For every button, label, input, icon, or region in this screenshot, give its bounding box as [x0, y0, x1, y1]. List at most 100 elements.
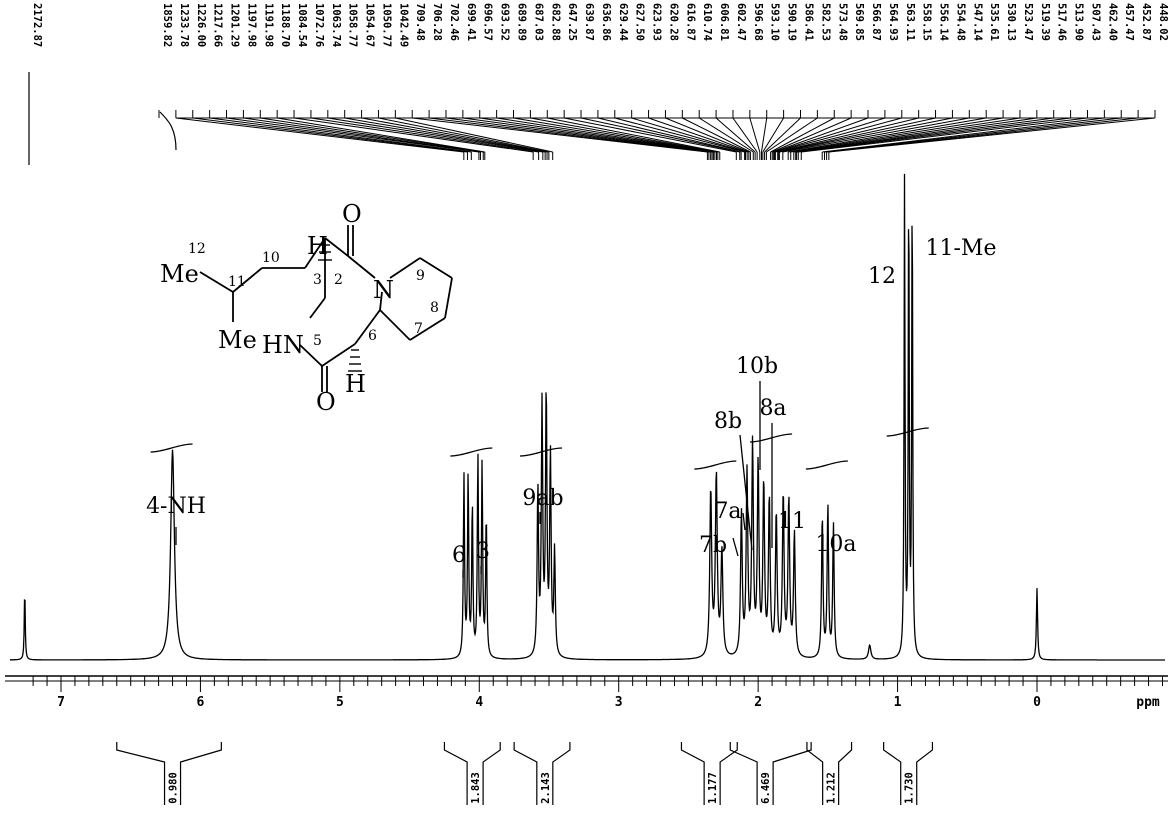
peak-list-value: 647.25	[566, 3, 578, 41]
peak-list-fan	[462, 117, 713, 153]
assignment-label: 8b	[714, 409, 742, 434]
peak-list-value: 1197.98	[245, 3, 257, 47]
integral-bracket	[729, 742, 758, 805]
peak-list-fan	[496, 117, 715, 153]
peak-list-fan	[648, 117, 748, 153]
peak-list-value: 452.87	[1140, 3, 1152, 41]
peak-list-value: 530.13	[1005, 3, 1017, 41]
peak-list-fan	[773, 117, 869, 153]
molecule-atom-me-top: Me	[160, 260, 199, 288]
peak-list-value: 590.19	[786, 3, 798, 41]
integral-value: 1.843	[470, 772, 482, 804]
integral-curve	[694, 460, 737, 470]
peak-list-value: 702.46	[448, 3, 460, 41]
integral-bracket	[916, 742, 934, 805]
peak-list-value: 535.61	[988, 3, 1000, 41]
peak-list-value: 629.44	[617, 3, 629, 41]
assignment-label: 7a	[714, 499, 741, 524]
peak-list-value: 610.74	[701, 3, 713, 41]
peak-list-fan	[790, 117, 1004, 153]
integral-value: 1.212	[826, 772, 838, 804]
molecule-stereo-bonds	[318, 244, 362, 372]
molecule-number-5: 5	[313, 333, 322, 349]
peak-list-fan	[762, 117, 785, 153]
integral-bracket	[772, 742, 812, 805]
assignment-label: 12	[868, 264, 896, 289]
peak-list-value: 556.14	[938, 3, 950, 41]
integral-bracket	[116, 742, 166, 805]
peak-list-fan	[547, 117, 720, 153]
peak-list-value: 448.02	[1157, 3, 1169, 41]
peak-list-fan	[760, 117, 768, 153]
integral-bracket	[680, 742, 705, 805]
peak-list-value: 547.14	[971, 3, 983, 41]
peak-list-fan	[530, 117, 718, 153]
axis-tick-label: 2	[754, 695, 762, 710]
peak-list-fan	[277, 117, 485, 153]
molecule-atom-o-top: O	[342, 200, 362, 228]
peak-list-fan	[772, 117, 852, 153]
peak-list-fan	[793, 117, 1021, 153]
peak-list-fan	[445, 117, 711, 153]
peak-list-value: 606.81	[718, 3, 730, 41]
peak-list-fan	[798, 117, 1071, 153]
assignment-label: 11-Me	[926, 236, 997, 261]
peak-list-value: 709.48	[414, 3, 426, 41]
peak-list-fan	[788, 117, 987, 153]
integral-bracket	[513, 742, 538, 805]
peak-list-fan	[715, 117, 756, 153]
molecule-atom-hn: HN	[262, 331, 304, 359]
peak-list-value: 1233.78	[178, 3, 190, 47]
molecule-number-2: 2	[334, 272, 343, 288]
assignment-leader	[739, 434, 753, 551]
peak-list-value: 623.93	[651, 3, 663, 41]
peak-list-value: 687.03	[532, 3, 544, 41]
axis-tick-label: 4	[475, 695, 483, 710]
integral-value: 0.980	[168, 772, 180, 804]
peak-list-value: 573.48	[836, 3, 848, 41]
peak-list-value: 593.10	[769, 3, 781, 41]
integral-value: 1.730	[904, 772, 916, 804]
molecule-number-3: 3	[313, 272, 322, 288]
peak-list-fan	[822, 117, 1105, 153]
peak-list-fan	[175, 117, 464, 153]
axis-tick-label: 7	[57, 695, 65, 710]
peak-list-fan	[243, 117, 481, 153]
molecule-atom-h-top: H	[307, 232, 328, 260]
peak-list-fan	[775, 117, 902, 153]
peak-list-fan	[327, 117, 543, 153]
axis-tick-label: 1	[894, 695, 902, 710]
peak-list-fan	[344, 117, 546, 153]
molecule-number-7: 7	[414, 321, 423, 337]
integral-curve	[805, 460, 848, 470]
peak-list-value: 693.52	[499, 3, 511, 41]
peak-list-fan	[777, 117, 919, 153]
integral-curves	[150, 427, 929, 470]
spectrum-trace-group	[10, 173, 1165, 661]
assignment-label: 9ab	[522, 486, 563, 511]
assignment-label: 11	[778, 509, 806, 534]
peak-list-value: 462.40	[1106, 3, 1118, 41]
peak-list-value: 682.88	[549, 3, 561, 41]
peak-list-bracket	[159, 111, 177, 151]
integral-value: 6.469	[760, 772, 772, 804]
axis-tick-label: 6	[197, 695, 205, 710]
integral-bracket	[443, 742, 468, 805]
integral-bracket	[806, 742, 824, 805]
peak-list-value: 513.90	[1073, 3, 1085, 41]
assignment-label: 10a	[815, 532, 856, 557]
peak-list-value: 1058.77	[347, 3, 359, 47]
peak-list-value: 1042.49	[397, 3, 409, 47]
axis-tick-label: 0	[1033, 695, 1041, 710]
peak-list-value: 1063.74	[330, 3, 342, 47]
molecule-atom-me-bottom: Me	[218, 326, 257, 354]
peak-list-fan	[192, 117, 468, 153]
peak-list-value: 1217.66	[212, 3, 224, 47]
peak-list-fan	[665, 117, 750, 153]
peak-list-fan	[766, 117, 818, 153]
peak-list-value: 1188.70	[279, 3, 291, 47]
peak-list-fan	[513, 117, 717, 153]
